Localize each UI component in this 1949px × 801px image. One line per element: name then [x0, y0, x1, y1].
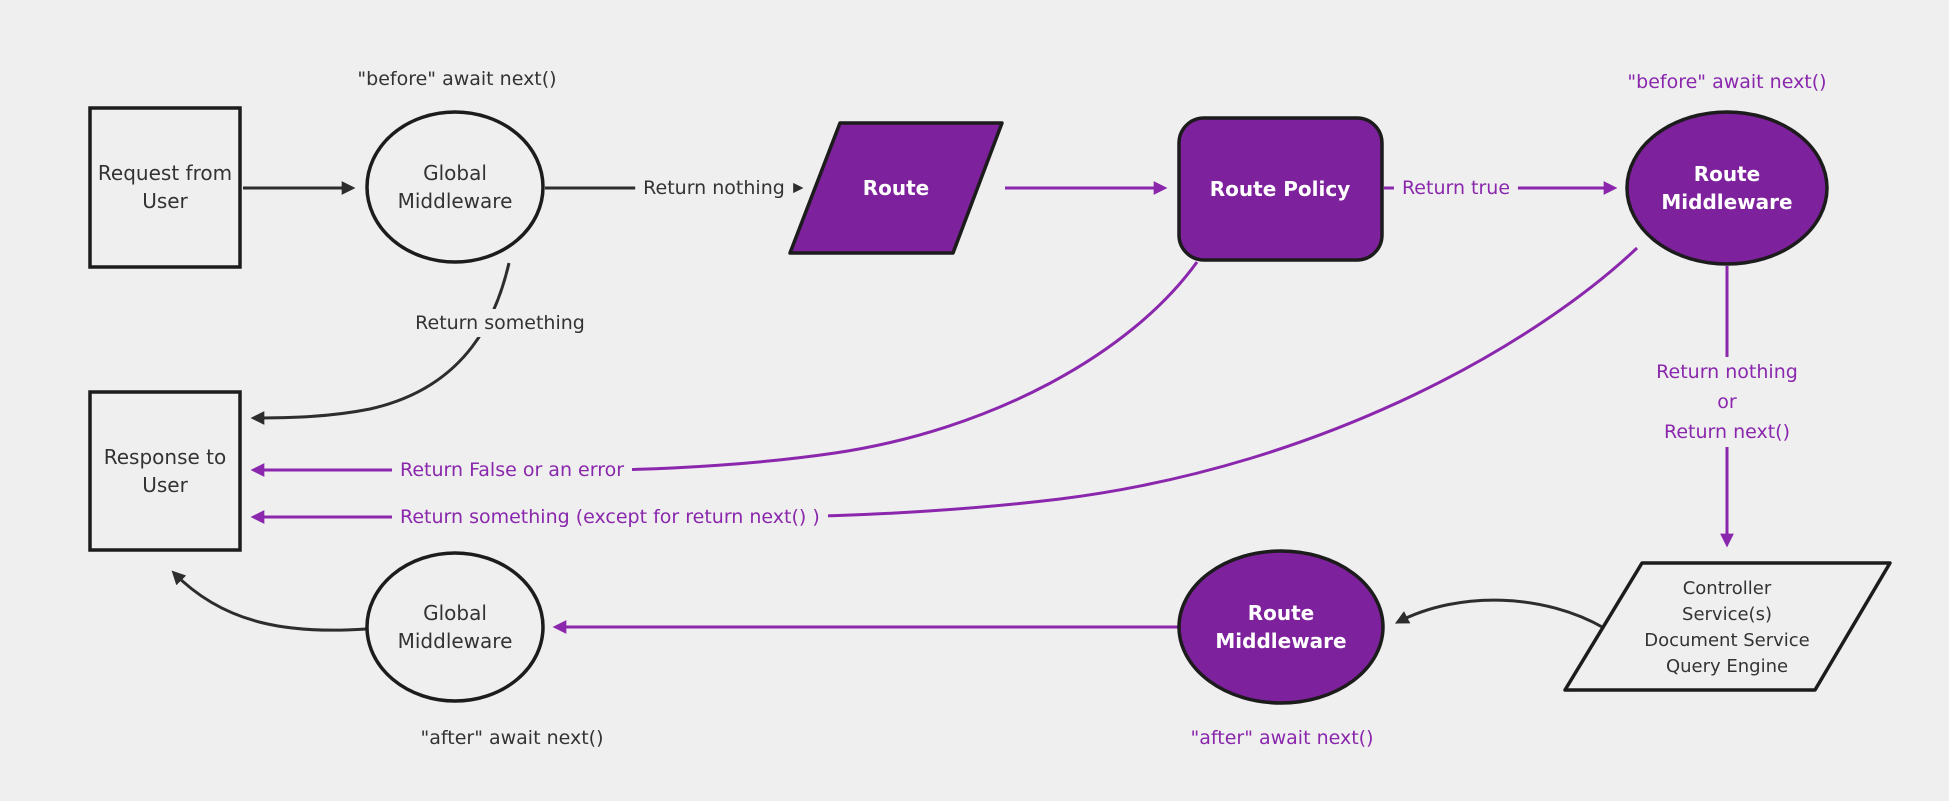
return-nothing-or-next-label: Return nothing or Return next() — [1648, 357, 1806, 447]
return-something-except-label: Return something (except for return next… — [392, 503, 828, 531]
request-node-shape — [88, 106, 242, 269]
after-await-next-route-label: "after" await next() — [1190, 727, 1374, 749]
before-await-next-route-label: "before" await next() — [1627, 71, 1827, 93]
global-middleware-bottom-label: Global Middleware — [397, 601, 513, 653]
global-middleware-bottom-shape — [365, 551, 545, 703]
route-middleware-bottom-shape — [1177, 549, 1385, 705]
before-await-next-global-label: "before" await next() — [357, 68, 557, 90]
route-middleware-bottom-label: Route Middleware — [1215, 601, 1347, 653]
request-node-label: Request from User — [97, 161, 233, 213]
return-nothing-label: Return nothing — [635, 174, 793, 202]
edge-controller-to-routemw-bottom — [1394, 598, 1605, 630]
controller-node-label: Controller Service(s) Document Service Q… — [1644, 578, 1810, 677]
response-node-shape — [88, 390, 242, 552]
controller-node-shape — [1563, 561, 1892, 692]
response-node-label: Response to User — [103, 445, 227, 497]
route-policy-label: Route Policy — [1209, 177, 1351, 201]
route-middleware-top-shape — [1625, 110, 1829, 266]
route-middleware-top-label: Route Middleware — [1661, 162, 1793, 214]
after-await-next-global-label: "after" await next() — [420, 727, 604, 749]
route-policy-shape — [1177, 116, 1384, 262]
return-false-or-error-label: Return False or an error — [392, 456, 633, 484]
return-true-label: Return true — [1393, 174, 1519, 202]
route-node-shape — [788, 121, 1004, 255]
edge-global-bottom-to-response — [171, 570, 367, 632]
edge-global-return-something — [250, 262, 511, 425]
global-middleware-top-shape — [365, 110, 545, 264]
return-something-label: Return something — [407, 309, 593, 337]
route-node-label: Route — [862, 176, 930, 200]
edge-routemw-return-something-except — [250, 246, 1639, 524]
global-middleware-top-label: Global Middleware — [397, 161, 513, 213]
edge-policy-return-false — [250, 261, 1199, 477]
